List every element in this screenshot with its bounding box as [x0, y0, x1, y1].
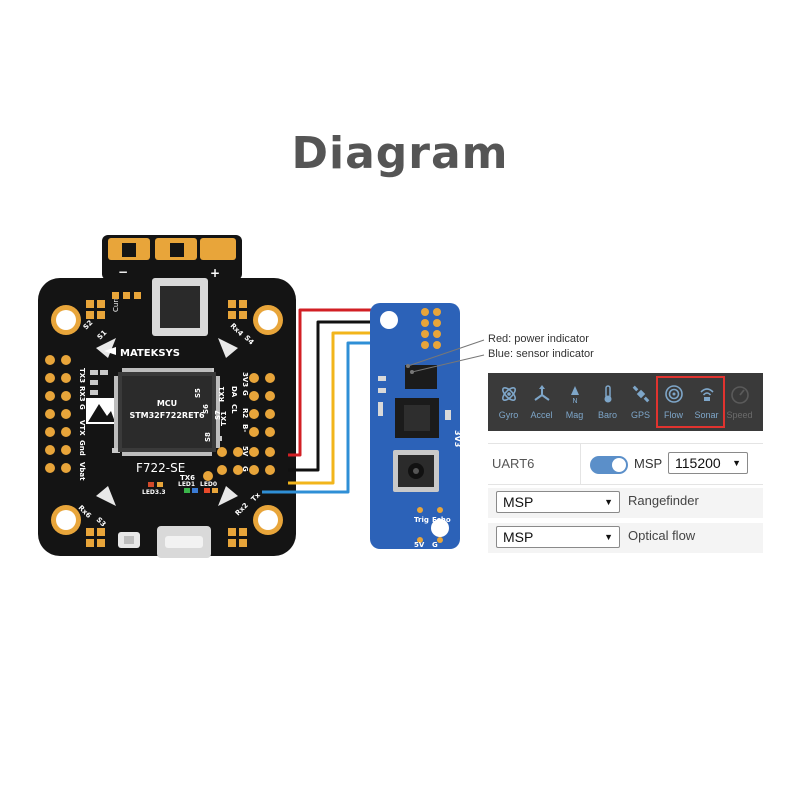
- uart6-row: UART6 MSP 115200 ▼: [488, 443, 763, 485]
- flight-controller-board: Curr + − MATEKSYS: [38, 235, 296, 558]
- pad-label-left: RX3: [78, 386, 86, 402]
- pad-label-right: DA: [230, 386, 238, 398]
- tab-flow-label: Flow: [663, 410, 683, 420]
- tab-speed-label: Speed: [726, 410, 753, 420]
- flow-sonar-highlight: [656, 376, 725, 428]
- row-divider: [580, 444, 581, 484]
- mag-icon: N: [570, 386, 579, 404]
- gyro-icon: [501, 387, 516, 401]
- pad-label-mid: TX1: [220, 411, 228, 426]
- pad-label-mid: S6: [202, 404, 210, 414]
- baud-value: 115200: [675, 455, 721, 471]
- pad-label-mid: S7: [214, 410, 222, 420]
- pad-label-mid: S5: [194, 388, 202, 398]
- svg-text:N: N: [572, 397, 577, 404]
- msp-toggle[interactable]: [590, 456, 628, 474]
- tab-mag[interactable]: N Mag: [558, 376, 591, 428]
- baud-select[interactable]: 115200 ▼: [668, 452, 748, 474]
- tab-accel[interactable]: Accel: [525, 376, 558, 428]
- mcu-part: STM32F722RET6: [129, 411, 205, 420]
- left-pads: [45, 355, 71, 473]
- pad-label-right: G: [241, 390, 249, 396]
- tab-gps-label: GPS: [630, 410, 650, 420]
- sonar-icon: [699, 388, 714, 401]
- curr-label: Curr: [112, 297, 120, 312]
- toggle-knob: [612, 458, 626, 472]
- baro-icon: [604, 385, 611, 403]
- tab-speed[interactable]: Speed: [723, 376, 756, 428]
- accel-icon: [533, 385, 550, 401]
- pad-label-right: CL: [230, 404, 238, 414]
- tab-flow[interactable]: Flow: [657, 376, 690, 428]
- led-label: LED1: [178, 481, 195, 488]
- minus-label: −: [118, 265, 128, 279]
- protocol-label: MSP: [634, 456, 663, 471]
- mcu-chip: MCU STM32F722RET6: [114, 368, 220, 456]
- optical-flow-label: Optical flow: [628, 528, 696, 543]
- optical-flow-select[interactable]: MSP ▼: [496, 526, 620, 548]
- leader-lines: [407, 339, 485, 373]
- motor-pads: [86, 292, 247, 547]
- right-pads: [203, 373, 275, 481]
- mounting-holes: [51, 305, 283, 535]
- tab-baro-label: Baro: [597, 410, 617, 420]
- module-5v-label: 5V: [414, 541, 425, 549]
- pad-label-left: VTX: [78, 420, 86, 436]
- sensor-module: 3V3 Trig Echo 5V G: [370, 303, 462, 549]
- rangefinder-value: MSP: [503, 494, 534, 510]
- module-3v3-label: 3V3: [453, 430, 462, 447]
- tab-sonar-label: Sonar: [694, 410, 719, 420]
- rangefinder-label: Rangefinder: [628, 493, 699, 508]
- chevron-down-icon: ▼: [604, 532, 613, 542]
- sensor-indicator-note: Blue: sensor indicator: [488, 348, 594, 360]
- rangefinder-row: MSP ▼ Rangefinder: [488, 488, 763, 518]
- pad-label-right: B-: [241, 424, 249, 432]
- led-label: LED0: [200, 481, 217, 488]
- pad-label-left: G: [78, 404, 86, 410]
- page-title: Diagram: [291, 128, 509, 179]
- pad-label-mid: TX6: [180, 474, 195, 482]
- tab-baro[interactable]: Baro: [591, 376, 624, 428]
- chevron-down-icon: ▼: [732, 458, 741, 468]
- pad-label-right: R2: [241, 408, 249, 418]
- speed-icon: [730, 386, 749, 404]
- tab-gps[interactable]: GPS: [624, 376, 657, 428]
- tab-accel-label: Accel: [530, 410, 553, 420]
- model-label: F722-SE: [136, 461, 185, 475]
- sensor-toolbar: Gyro Accel N Mag Baro GPS Flow Sonar Spe…: [488, 373, 763, 431]
- pad-label-right: 3V3: [241, 372, 249, 387]
- plus-label: +: [210, 266, 220, 280]
- optical-flow-row: MSP ▼ Optical flow: [488, 523, 763, 553]
- pad-label-mid: S8: [204, 432, 212, 442]
- flow-icon: [664, 385, 683, 403]
- tab-gyro[interactable]: Gyro: [492, 376, 525, 428]
- gps-icon: [632, 385, 649, 403]
- tab-mag-label: Mag: [565, 410, 584, 420]
- pad-label-left: TX3: [78, 368, 86, 383]
- led-label: LED3.3: [142, 489, 166, 496]
- pad-label-left: Gnd: [78, 440, 86, 456]
- module-trig-label: Trig: [414, 516, 429, 524]
- pad-label-mid: RX1: [218, 386, 226, 402]
- pad-label-left: Vbat: [78, 462, 86, 481]
- port-label: UART6: [492, 456, 535, 471]
- optical-flow-value: MSP: [503, 529, 534, 545]
- leds: [148, 482, 218, 493]
- module-g-label: G: [432, 541, 438, 549]
- tab-gyro-label: Gyro: [498, 410, 519, 420]
- power-indicator-note: Red: power indicator: [488, 333, 589, 345]
- rangefinder-select[interactable]: MSP ▼: [496, 491, 620, 513]
- tab-sonar[interactable]: Sonar: [690, 376, 723, 428]
- pad-label-right: 5V: [241, 446, 249, 457]
- brand-label: MATEKSYS: [120, 348, 180, 359]
- module-echo-label: Echo: [432, 516, 451, 524]
- pad-label-right: G: [241, 466, 249, 472]
- mcu-label: MCU: [157, 399, 177, 408]
- chevron-down-icon: ▼: [604, 497, 613, 507]
